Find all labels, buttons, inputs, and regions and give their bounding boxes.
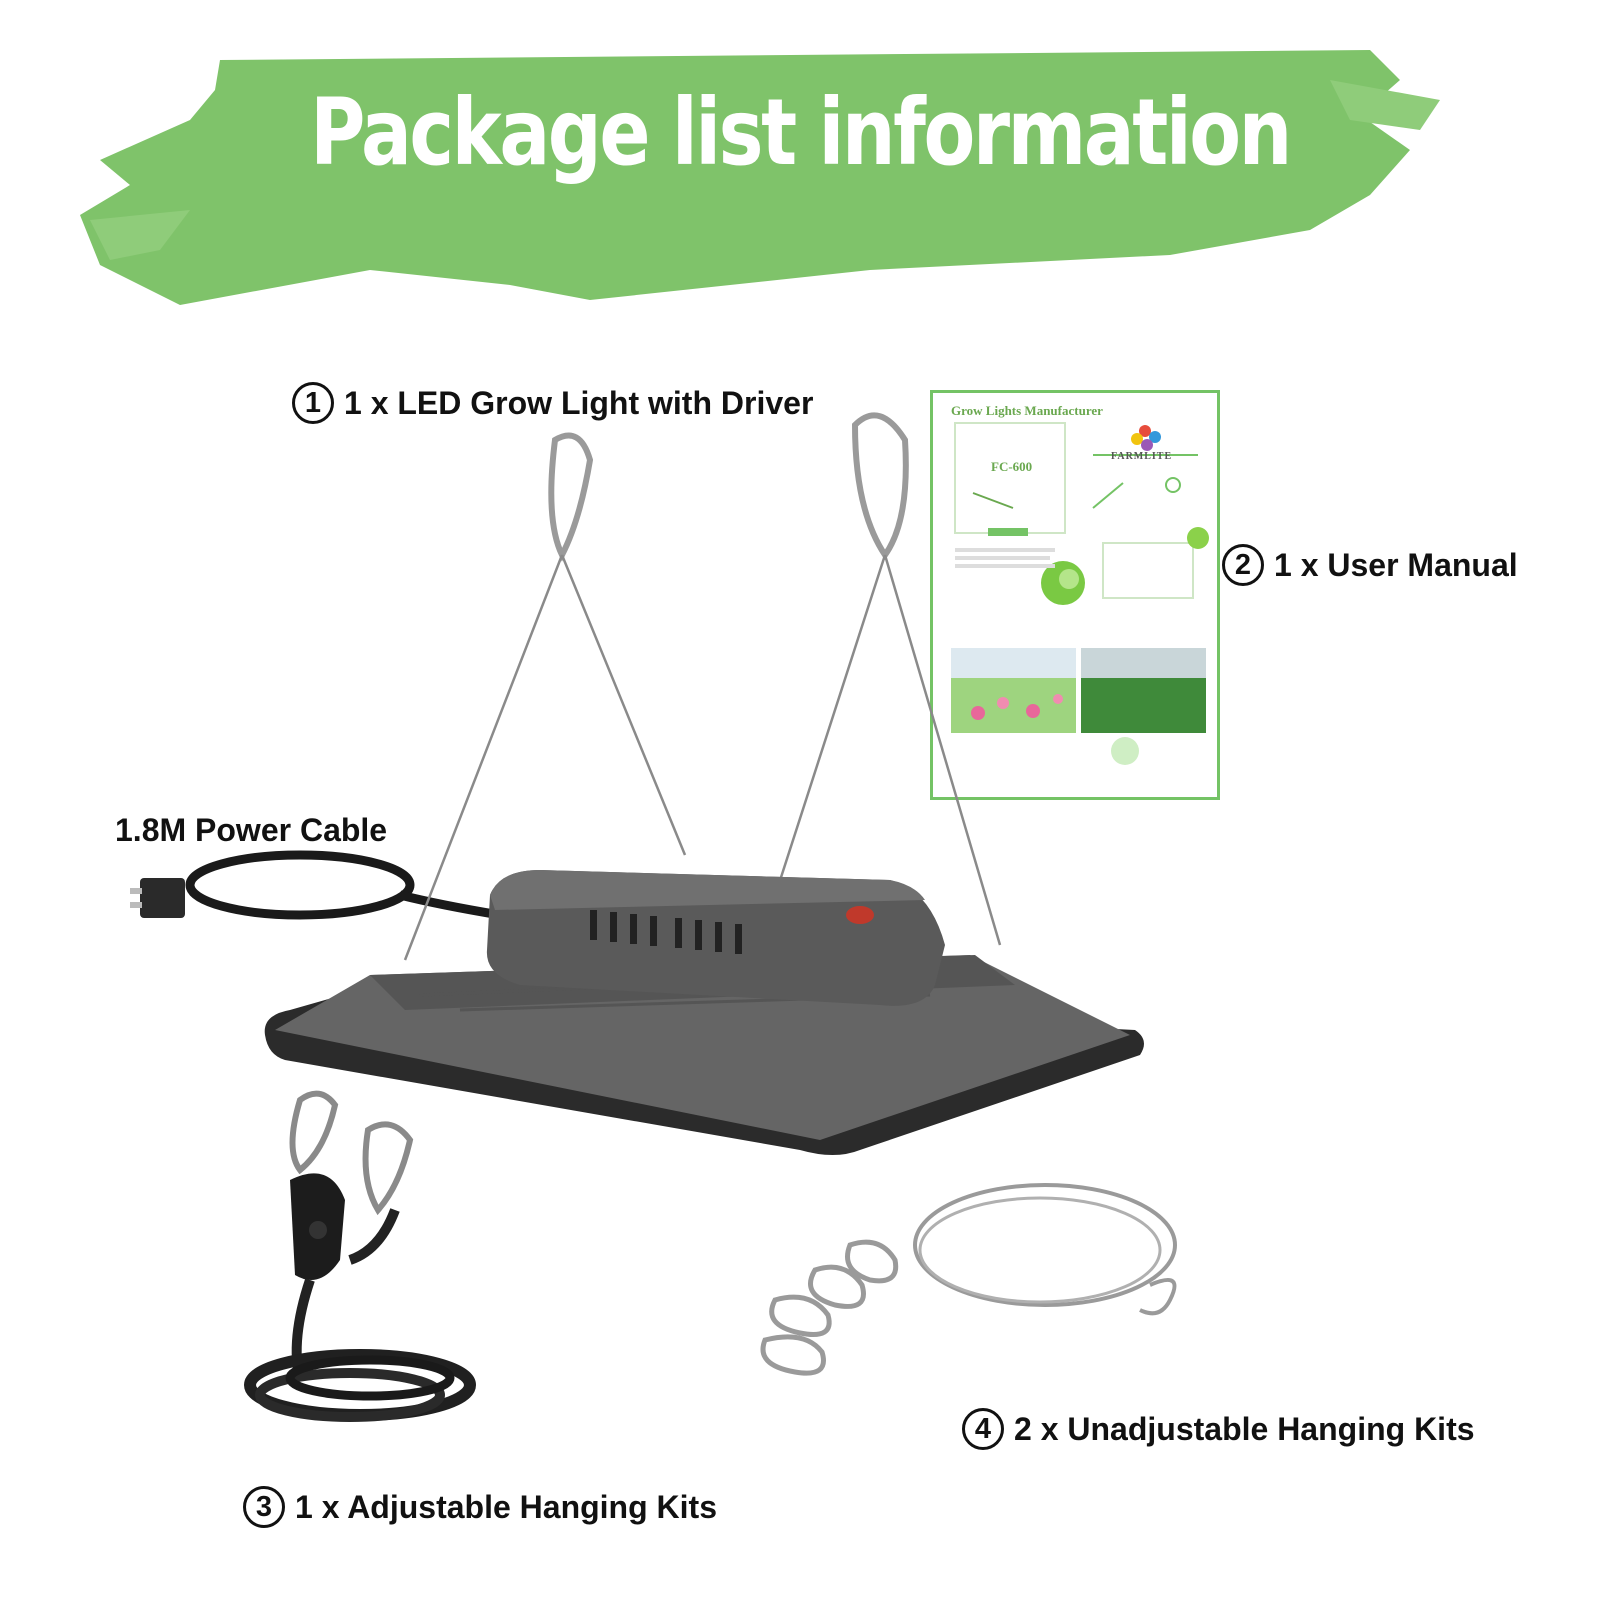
number-badge: 3 (243, 1486, 285, 1528)
hanging-wires (403, 554, 1002, 1021)
banner-brush-stroke (80, 50, 1440, 305)
unadjustable-hanger-kit (760, 1183, 1177, 1376)
item-label-led-light: 1 1 x LED Grow Light with Driver (292, 382, 813, 424)
light-housing (264, 870, 1144, 1155)
page-title: Package list information (310, 79, 1292, 186)
adjustable-hanger-kit (244, 1090, 476, 1422)
number-badge: 2 (1222, 544, 1264, 586)
manual-brand: FARMLITE (1111, 451, 1173, 462)
manual-header: Grow Lights Manufacturer (951, 403, 1103, 418)
power-cable (130, 850, 501, 920)
item-text: 1 x Adjustable Hanging Kits (295, 1488, 717, 1525)
power-switch-icon (846, 906, 874, 924)
user-manual-illustration: Grow Lights Manufacturer FARMLITE FC-600 (930, 390, 1220, 800)
manual-model: FC-600 (991, 459, 1033, 474)
item-text: 1 x LED Grow Light with Driver (344, 384, 814, 421)
item-text: 1 x User Manual (1274, 546, 1518, 583)
item-label-adjustable-kit: 3 1 x Adjustable Hanging Kits (243, 1486, 717, 1528)
carabiner-icon (548, 412, 909, 562)
item-label-unadjustable-kit: 4 2 x Unadjustable Hanging Kits (962, 1408, 1475, 1450)
item-text: 2 x Unadjustable Hanging Kits (1014, 1410, 1475, 1447)
manual-graphics (951, 422, 1209, 765)
number-badge: 4 (962, 1408, 1004, 1450)
cable-label: 1.8M Power Cable (115, 812, 388, 848)
number-badge: 1 (292, 382, 334, 424)
item-label-user-manual: 2 1 x User Manual (1222, 544, 1518, 586)
